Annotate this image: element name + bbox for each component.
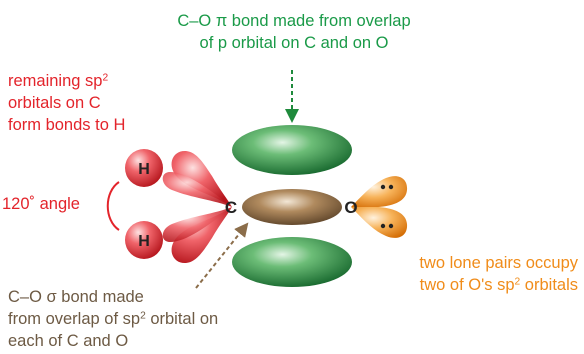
- angle-label: 120˚ angle: [2, 195, 80, 213]
- h-sp2-orbitals: [162, 150, 232, 264]
- pi-orbital-top-lobe: [232, 125, 352, 175]
- sp2-h-label-line1: remaining sp2: [8, 72, 109, 90]
- sp2-h-label-line2: orbitals on C: [8, 94, 101, 112]
- pi-bond-label-line2: of p orbital on C and on O: [199, 34, 389, 52]
- carbon-label: C: [225, 198, 237, 217]
- sp2-h-label: remaining sp2 orbitals on C form bonds t…: [8, 70, 125, 136]
- o-lone-pair-bottom: [351, 207, 408, 238]
- lone-pairs-label-line2: two of O's sp2 orbitals: [419, 276, 578, 294]
- sigma-bond-label-line2: from overlap of sp2 orbital on: [8, 310, 219, 328]
- h-orbital-top: [171, 150, 232, 207]
- lone-pairs-label-line1: two lone pairs occupy: [419, 254, 578, 272]
- o-lone-pair-top: [351, 176, 408, 207]
- sp2-h-label-line3: form bonds to H: [8, 116, 126, 134]
- h-label-top: H: [138, 161, 150, 178]
- sigma-bond-label-line1: C–O σ bond made: [8, 288, 144, 306]
- pi-bond-label: C–O π bond made from overlap of p orbita…: [159, 10, 429, 54]
- sigma-bond-label: C–O σ bond made from overlap of sp2 orbi…: [8, 286, 218, 352]
- h-label-bottom: H: [138, 233, 150, 250]
- oxygen-label: O: [344, 198, 357, 217]
- pi-bond-label-line1: C–O π bond made from overlap: [177, 12, 411, 30]
- lone-pair-dots: [380, 184, 394, 229]
- pi-orbital-bottom-lobe: [232, 237, 352, 287]
- h-orbital-back-top: [162, 172, 232, 207]
- h-atom-bottom: [125, 221, 163, 259]
- h-orbital-back-bottom: [162, 207, 232, 242]
- angle-bracket: [106, 181, 120, 231]
- sigma-orbital: [242, 189, 342, 225]
- h-orbital-bottom: [171, 207, 232, 264]
- sigma-bond-label-line3: each of C and O: [8, 332, 129, 350]
- sigma-bond-arrow: [195, 222, 249, 289]
- lone-pairs-label: two lone pairs occupy two of O's sp2 orb…: [419, 252, 578, 296]
- o-lone-pair-orbitals: [351, 176, 408, 238]
- h-atom-top: [125, 149, 163, 187]
